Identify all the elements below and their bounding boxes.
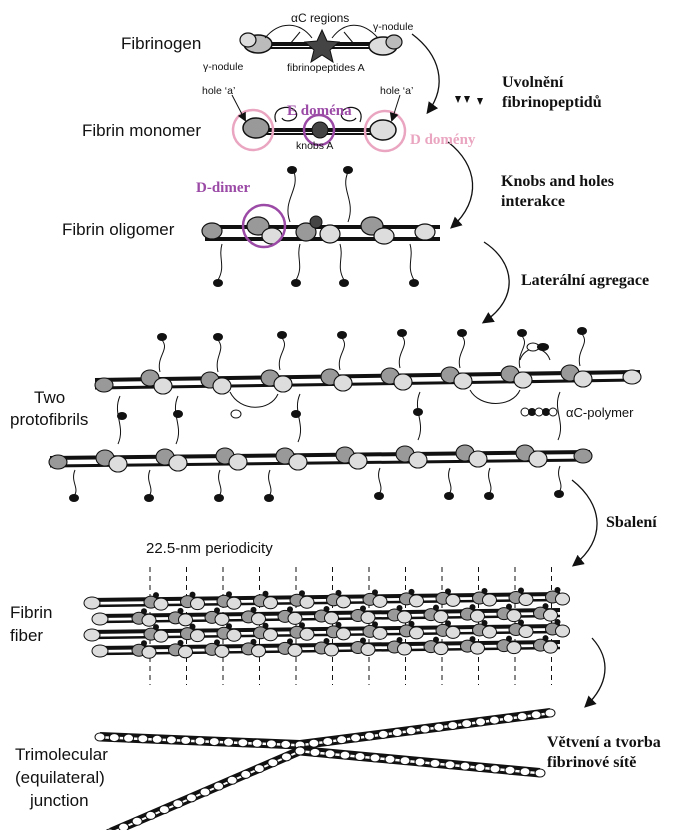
step4-label: Sbalení (606, 513, 657, 533)
label-hole-a-left: hole ‘a’ (202, 85, 235, 97)
step2-line2: interakce (501, 192, 565, 212)
label-ac-regions: αC regions (291, 11, 349, 25)
label-fibrin-oligomer: Fibrin oligomer (62, 220, 174, 240)
label-trimolecular: Trimolecular (15, 745, 108, 765)
label-gamma-nodule-left: γ-nodule (203, 61, 243, 73)
label-d-domeny: D domény (410, 130, 475, 150)
label-e-domena: E doména (287, 101, 352, 121)
label-fibrin-monomer: Fibrin monomer (82, 121, 201, 141)
trimolecular-junction (95, 709, 555, 830)
label-hole-a-right: hole ‘a’ (380, 85, 413, 97)
arrow-step-2 (448, 142, 473, 227)
label-two: Two (34, 388, 65, 408)
label-knobs-a: knobs A (296, 140, 333, 152)
arrow-step-3 (484, 242, 509, 322)
label-d-dimer: D-dimer (196, 178, 250, 198)
step5-line2: fibrinové sítě (547, 753, 636, 773)
arrow-step-4 (572, 480, 597, 565)
arrow-step-1 (412, 34, 439, 112)
step5-line1: Větvení a tvorba (547, 733, 661, 753)
label-fibrinogen: Fibrinogen (121, 34, 201, 54)
fibrin-fiber (84, 567, 570, 685)
arrow-step-5 (586, 638, 605, 706)
label-periodicity: 22.5-nm periodicity (146, 540, 273, 557)
step1-line1: Uvolnění (502, 73, 563, 93)
label-junction: junction (30, 791, 89, 811)
protofibrils-lower (49, 392, 592, 502)
label-ac-polymer: αC-polymer (566, 405, 633, 420)
label-fibrinopeptides-a: fibrinopeptides A (287, 62, 365, 74)
step2-line1: Knobs and holes (501, 172, 614, 192)
label-gamma-nodule-right: γ-nodule (373, 21, 413, 33)
ac-polymer-chain (521, 408, 557, 416)
label-protofibrils: protofibrils (10, 410, 88, 430)
step1-line2: fibrinopeptidů (502, 93, 602, 113)
step3-label: Laterální agregace (521, 271, 649, 291)
label-fiber: fiber (10, 626, 43, 646)
label-equilateral: (equilateral) (15, 768, 105, 788)
label-fibrin: Fibrin (10, 603, 53, 623)
released-fibrinopeptides (455, 96, 483, 105)
